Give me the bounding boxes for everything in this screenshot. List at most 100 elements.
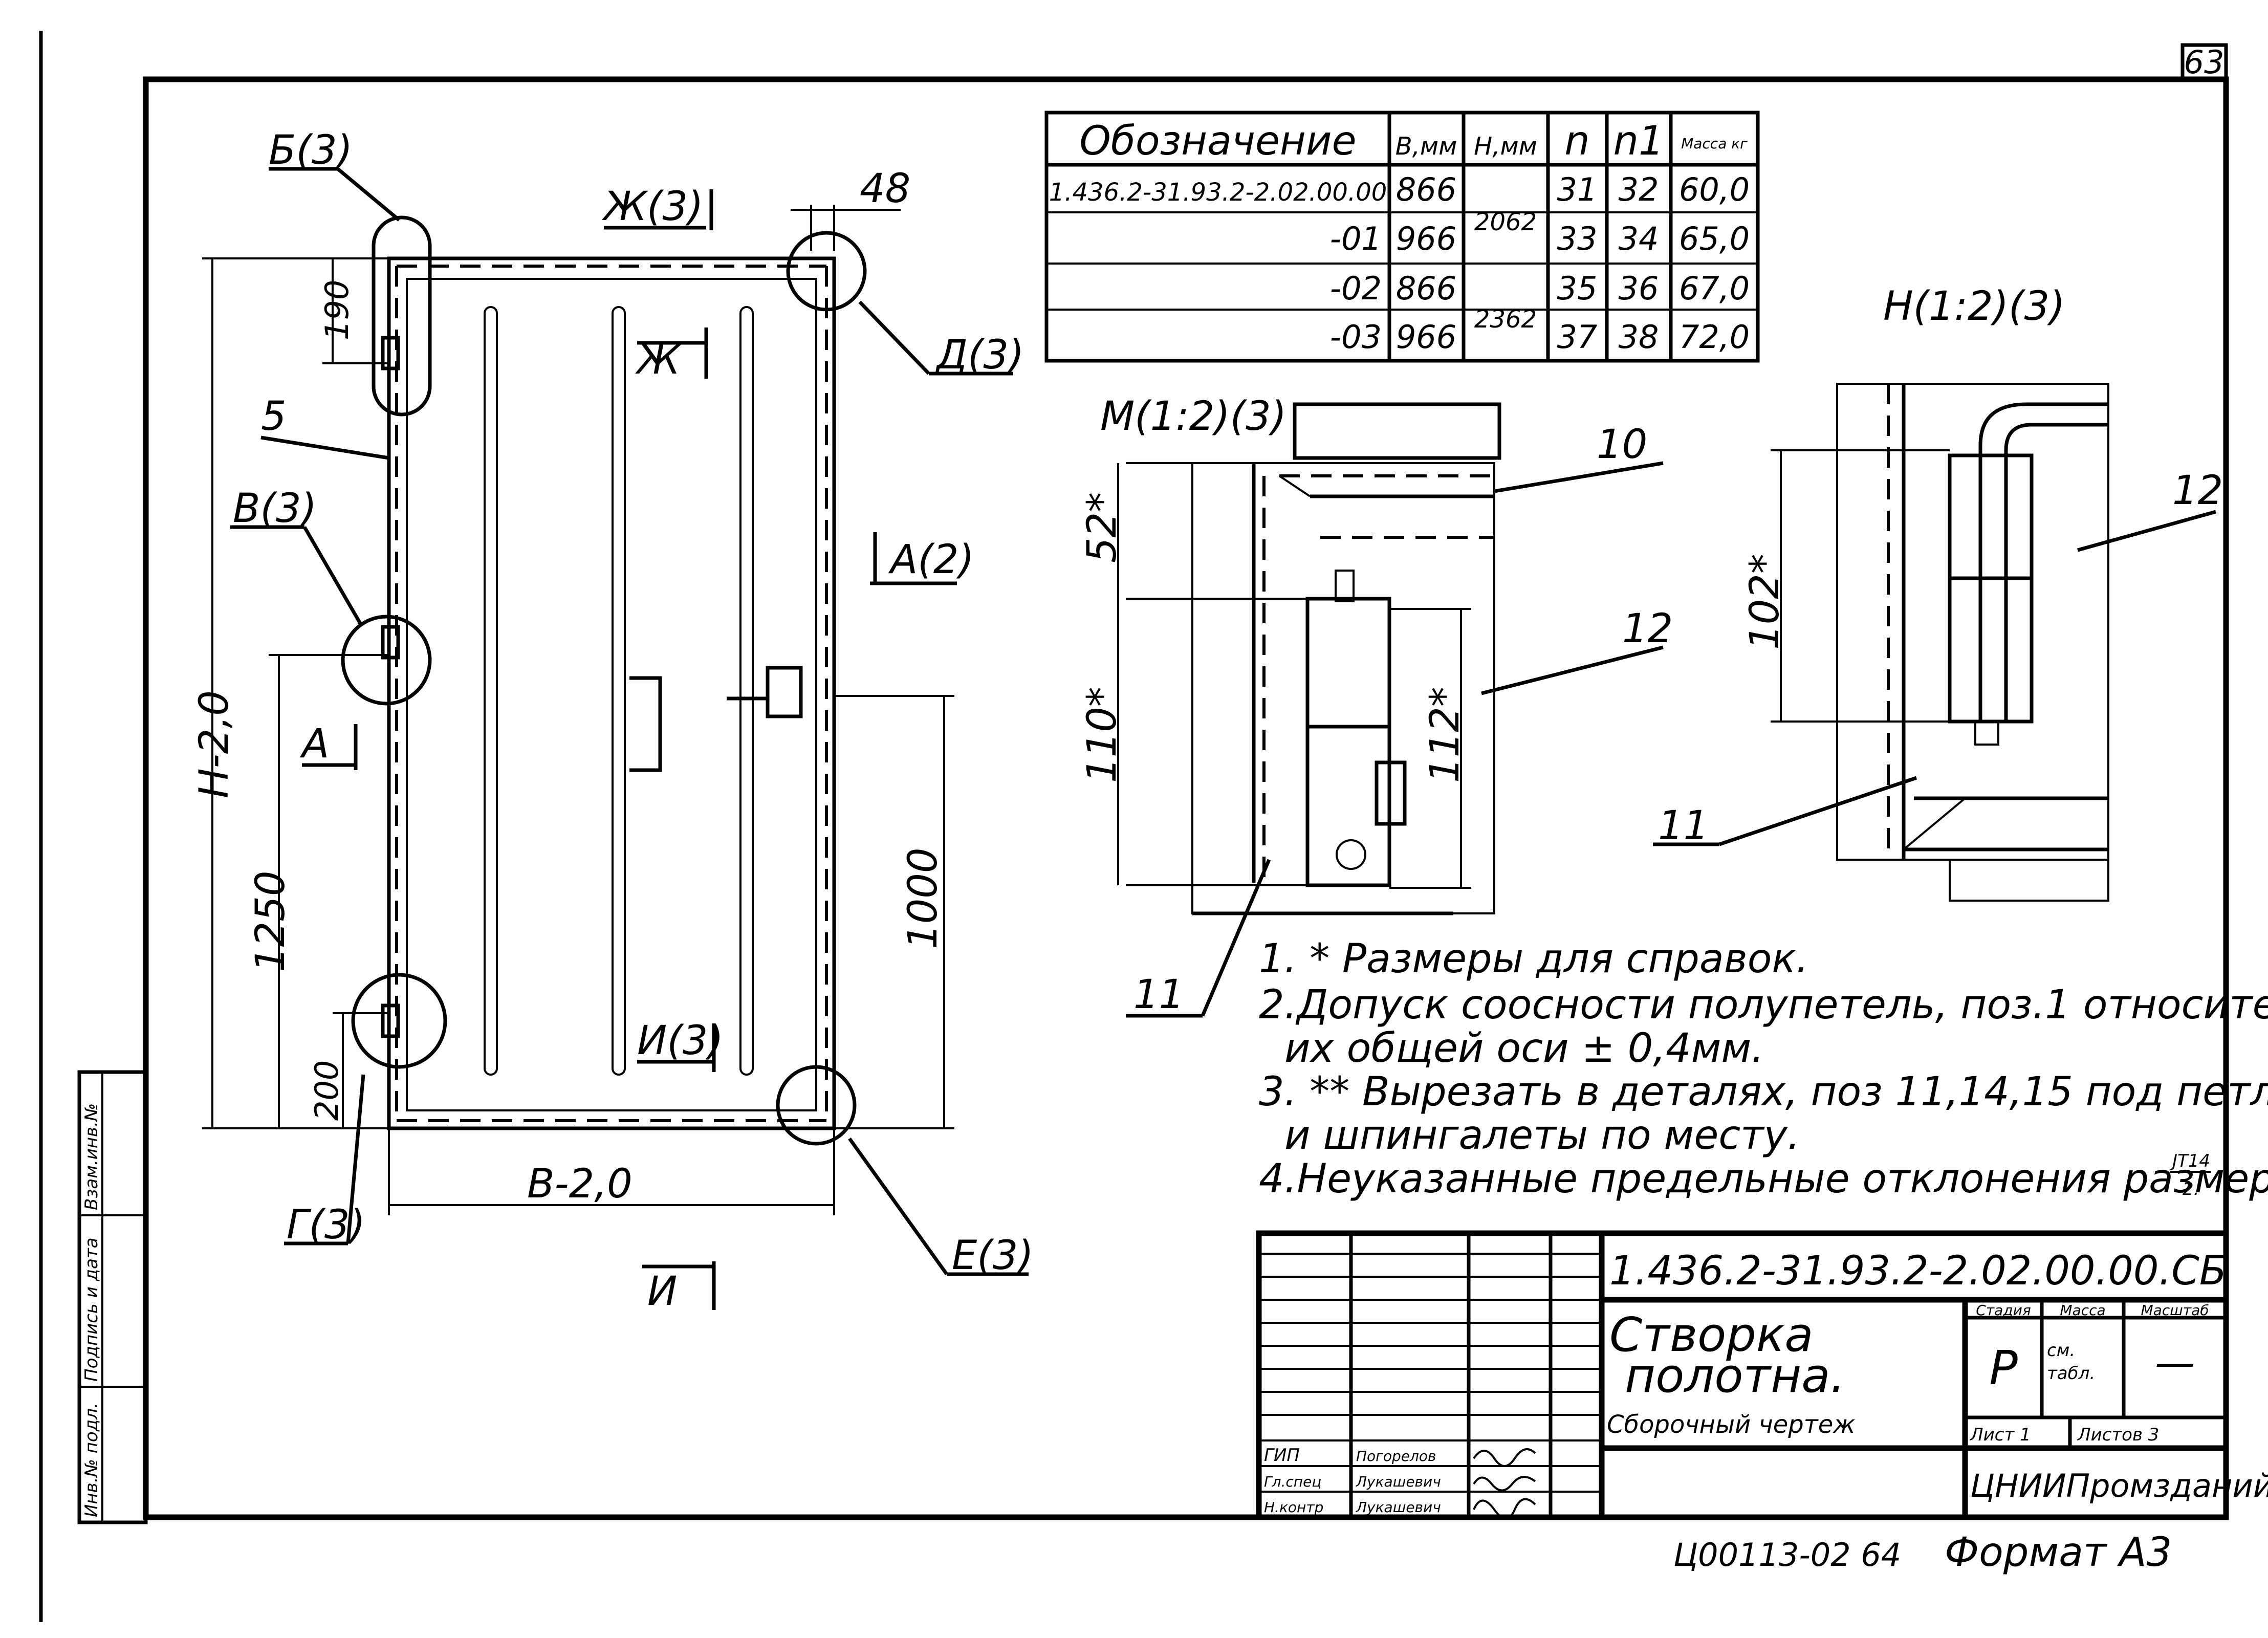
sheet-label: Лист 1 xyxy=(1969,1425,2031,1445)
strip-sign-label: Подпись и дата xyxy=(81,1237,102,1382)
signer-name: Лукашевич xyxy=(1356,1499,1441,1516)
section-a: А xyxy=(299,721,329,767)
table-cell-b: 966 xyxy=(1396,318,1456,356)
view-n-dim-102: 102* xyxy=(1742,554,1788,650)
latch-plate xyxy=(766,666,803,718)
table-cell-mass: 72,0 xyxy=(1679,318,1750,356)
signature xyxy=(1473,1448,1536,1467)
sheet-number: 63 xyxy=(2184,43,2225,81)
table-cell-mass: 67,0 xyxy=(1679,270,1750,307)
hinge-body xyxy=(1948,453,2034,724)
note-4: 4.Неуказанные предельные отклонения разм… xyxy=(1259,1156,2268,1202)
signer-name: Лукашевич xyxy=(1356,1473,1441,1490)
hinge-arm xyxy=(1978,402,2108,722)
organization: ЦНИИПромзданий xyxy=(1970,1467,2268,1504)
sheet-frame xyxy=(143,76,2229,1520)
view-m-title: М(1:2)(3) xyxy=(1100,394,1286,440)
table-cell-designation: -01 xyxy=(1330,220,1382,257)
callout-i3: И(3) xyxy=(637,1018,724,1064)
stiffener-rib xyxy=(739,306,754,1076)
table-header-mass: Масса кг xyxy=(1681,135,1748,152)
signer-role: Гл.спец xyxy=(1264,1473,1321,1490)
signature xyxy=(1473,1498,1536,1520)
hinge xyxy=(381,1003,400,1038)
notes: 1. * Размеры для справок. 2.Допуск соосн… xyxy=(1259,936,2268,1202)
view-m: М(1:2)(3) 52* 110* 112* 10 12 11 xyxy=(1079,394,1673,1018)
signer-role: Н.контр xyxy=(1264,1499,1323,1516)
table-header-n: n xyxy=(1564,118,1589,164)
view-m-dim-110: 110* xyxy=(1079,687,1125,783)
table-cell-n: 33 xyxy=(1557,220,1598,257)
mass-value-line1: см. xyxy=(2047,1340,2075,1361)
table-cell-h: 2362 xyxy=(1474,305,1537,334)
table-cell-b: 866 xyxy=(1396,171,1456,208)
table-header-n1: n1 xyxy=(1613,118,1664,164)
table-header-h: Н,мм xyxy=(1474,132,1537,161)
main-door-view: Б(3) Ж(3) 48 Д(3) Ж 5 В(3) А(2) А И(3) Г… xyxy=(191,127,1034,1315)
table-header-b: В,мм xyxy=(1395,132,1457,161)
table-cell-n1: 34 xyxy=(1619,220,1659,257)
table-cell-n1: 32 xyxy=(1619,171,1659,208)
callout-g: Г(3) xyxy=(287,1202,365,1248)
table-cell-designation: -02 xyxy=(1330,270,1382,307)
section-zh: Ж xyxy=(635,337,682,383)
dim-190: 190 xyxy=(318,280,356,340)
table-cell-n: 35 xyxy=(1557,270,1598,307)
dim-200: 200 xyxy=(308,1060,345,1121)
callout-b: Б(3) xyxy=(269,127,353,173)
hinge-body xyxy=(1305,597,1391,887)
table-header-designation: Обозначение xyxy=(1079,118,1356,164)
scale-value: — xyxy=(2155,1340,2195,1386)
sheets-label: Листов 3 xyxy=(2077,1425,2159,1445)
section-i: И xyxy=(647,1269,677,1315)
callout-v: В(3) xyxy=(233,486,317,532)
drawing-name-line2: полотна. xyxy=(1625,1348,1845,1403)
note-3-cont: и шпингалеты по месту. xyxy=(1284,1112,1800,1159)
table-cell-designation: -03 xyxy=(1330,318,1382,356)
table-cell-n1: 38 xyxy=(1619,318,1659,356)
format-label: Формат А3 xyxy=(1945,1530,2172,1576)
dim-1250: 1250 xyxy=(248,870,294,972)
view-m-pos-12: 12 xyxy=(1622,606,1673,652)
view-m-pos-11: 11 xyxy=(1133,972,1184,1018)
drawing-doc-type: Сборочный чертеж xyxy=(1607,1410,1856,1439)
mass-header: Масса xyxy=(2060,1302,2105,1319)
callout-d: Д(3) xyxy=(935,332,1024,378)
scale-header: Масштаб xyxy=(2141,1302,2209,1319)
detail-circle-d xyxy=(786,231,867,312)
signature xyxy=(1473,1476,1536,1492)
view-n: Н(1:2)(3) 102* 12 11 xyxy=(1653,283,2223,902)
view-n-pos-11: 11 xyxy=(1658,803,1709,849)
stiffener-rib xyxy=(612,306,626,1076)
drawing-name-line1: Створка xyxy=(1609,1307,1814,1362)
note-3: 3. ** Вырезать в деталях, поз 11,14,15 п… xyxy=(1259,1069,2268,1115)
table-cell-mass: 65,0 xyxy=(1679,220,1750,257)
door-leaf-inner xyxy=(406,278,817,1111)
view-m-dim-52: 52* xyxy=(1079,492,1125,563)
dim-b: В-2,0 xyxy=(527,1161,633,1207)
mass-value-line2: табл. xyxy=(2047,1363,2095,1384)
strip-replace-label: Взам.инв.№ xyxy=(81,1103,102,1210)
note-2: 2.Допуск соосности полупетель, поз.1 отн… xyxy=(1259,982,2268,1028)
view-m-pos-10: 10 xyxy=(1597,422,1647,468)
view-n-title: Н(1:2)(3) xyxy=(1883,283,2065,330)
table-cell-mass: 60,0 xyxy=(1679,171,1750,208)
hinge xyxy=(381,625,400,660)
signer-name: Погорелов xyxy=(1356,1448,1436,1465)
table-cell-b: 966 xyxy=(1396,220,1456,257)
archive-number: Ц00113-02 64 xyxy=(1673,1536,1901,1574)
detail-circle-v xyxy=(341,615,432,706)
stage-header: Стадия xyxy=(1976,1302,2031,1319)
dim-h: Н-2,0 xyxy=(191,690,237,798)
pos-label-5: 5 xyxy=(261,394,287,440)
title-block: ГИП Погорелов Гл.спец Лукашевич Н.контр … xyxy=(1256,1230,2268,1520)
view-n-pos-12: 12 xyxy=(2172,468,2223,514)
stiffener-rib xyxy=(484,306,498,1076)
table-cell-h: 2062 xyxy=(1474,208,1537,236)
dim-48: 48 xyxy=(860,166,910,212)
left-strip: Инв.№ подл. Подпись и дата Взам.инв.№ xyxy=(77,1070,148,1524)
detail-circle-e xyxy=(776,1065,857,1146)
signer-role: ГИП xyxy=(1264,1445,1300,1466)
table-cell-n1: 36 xyxy=(1619,270,1659,307)
